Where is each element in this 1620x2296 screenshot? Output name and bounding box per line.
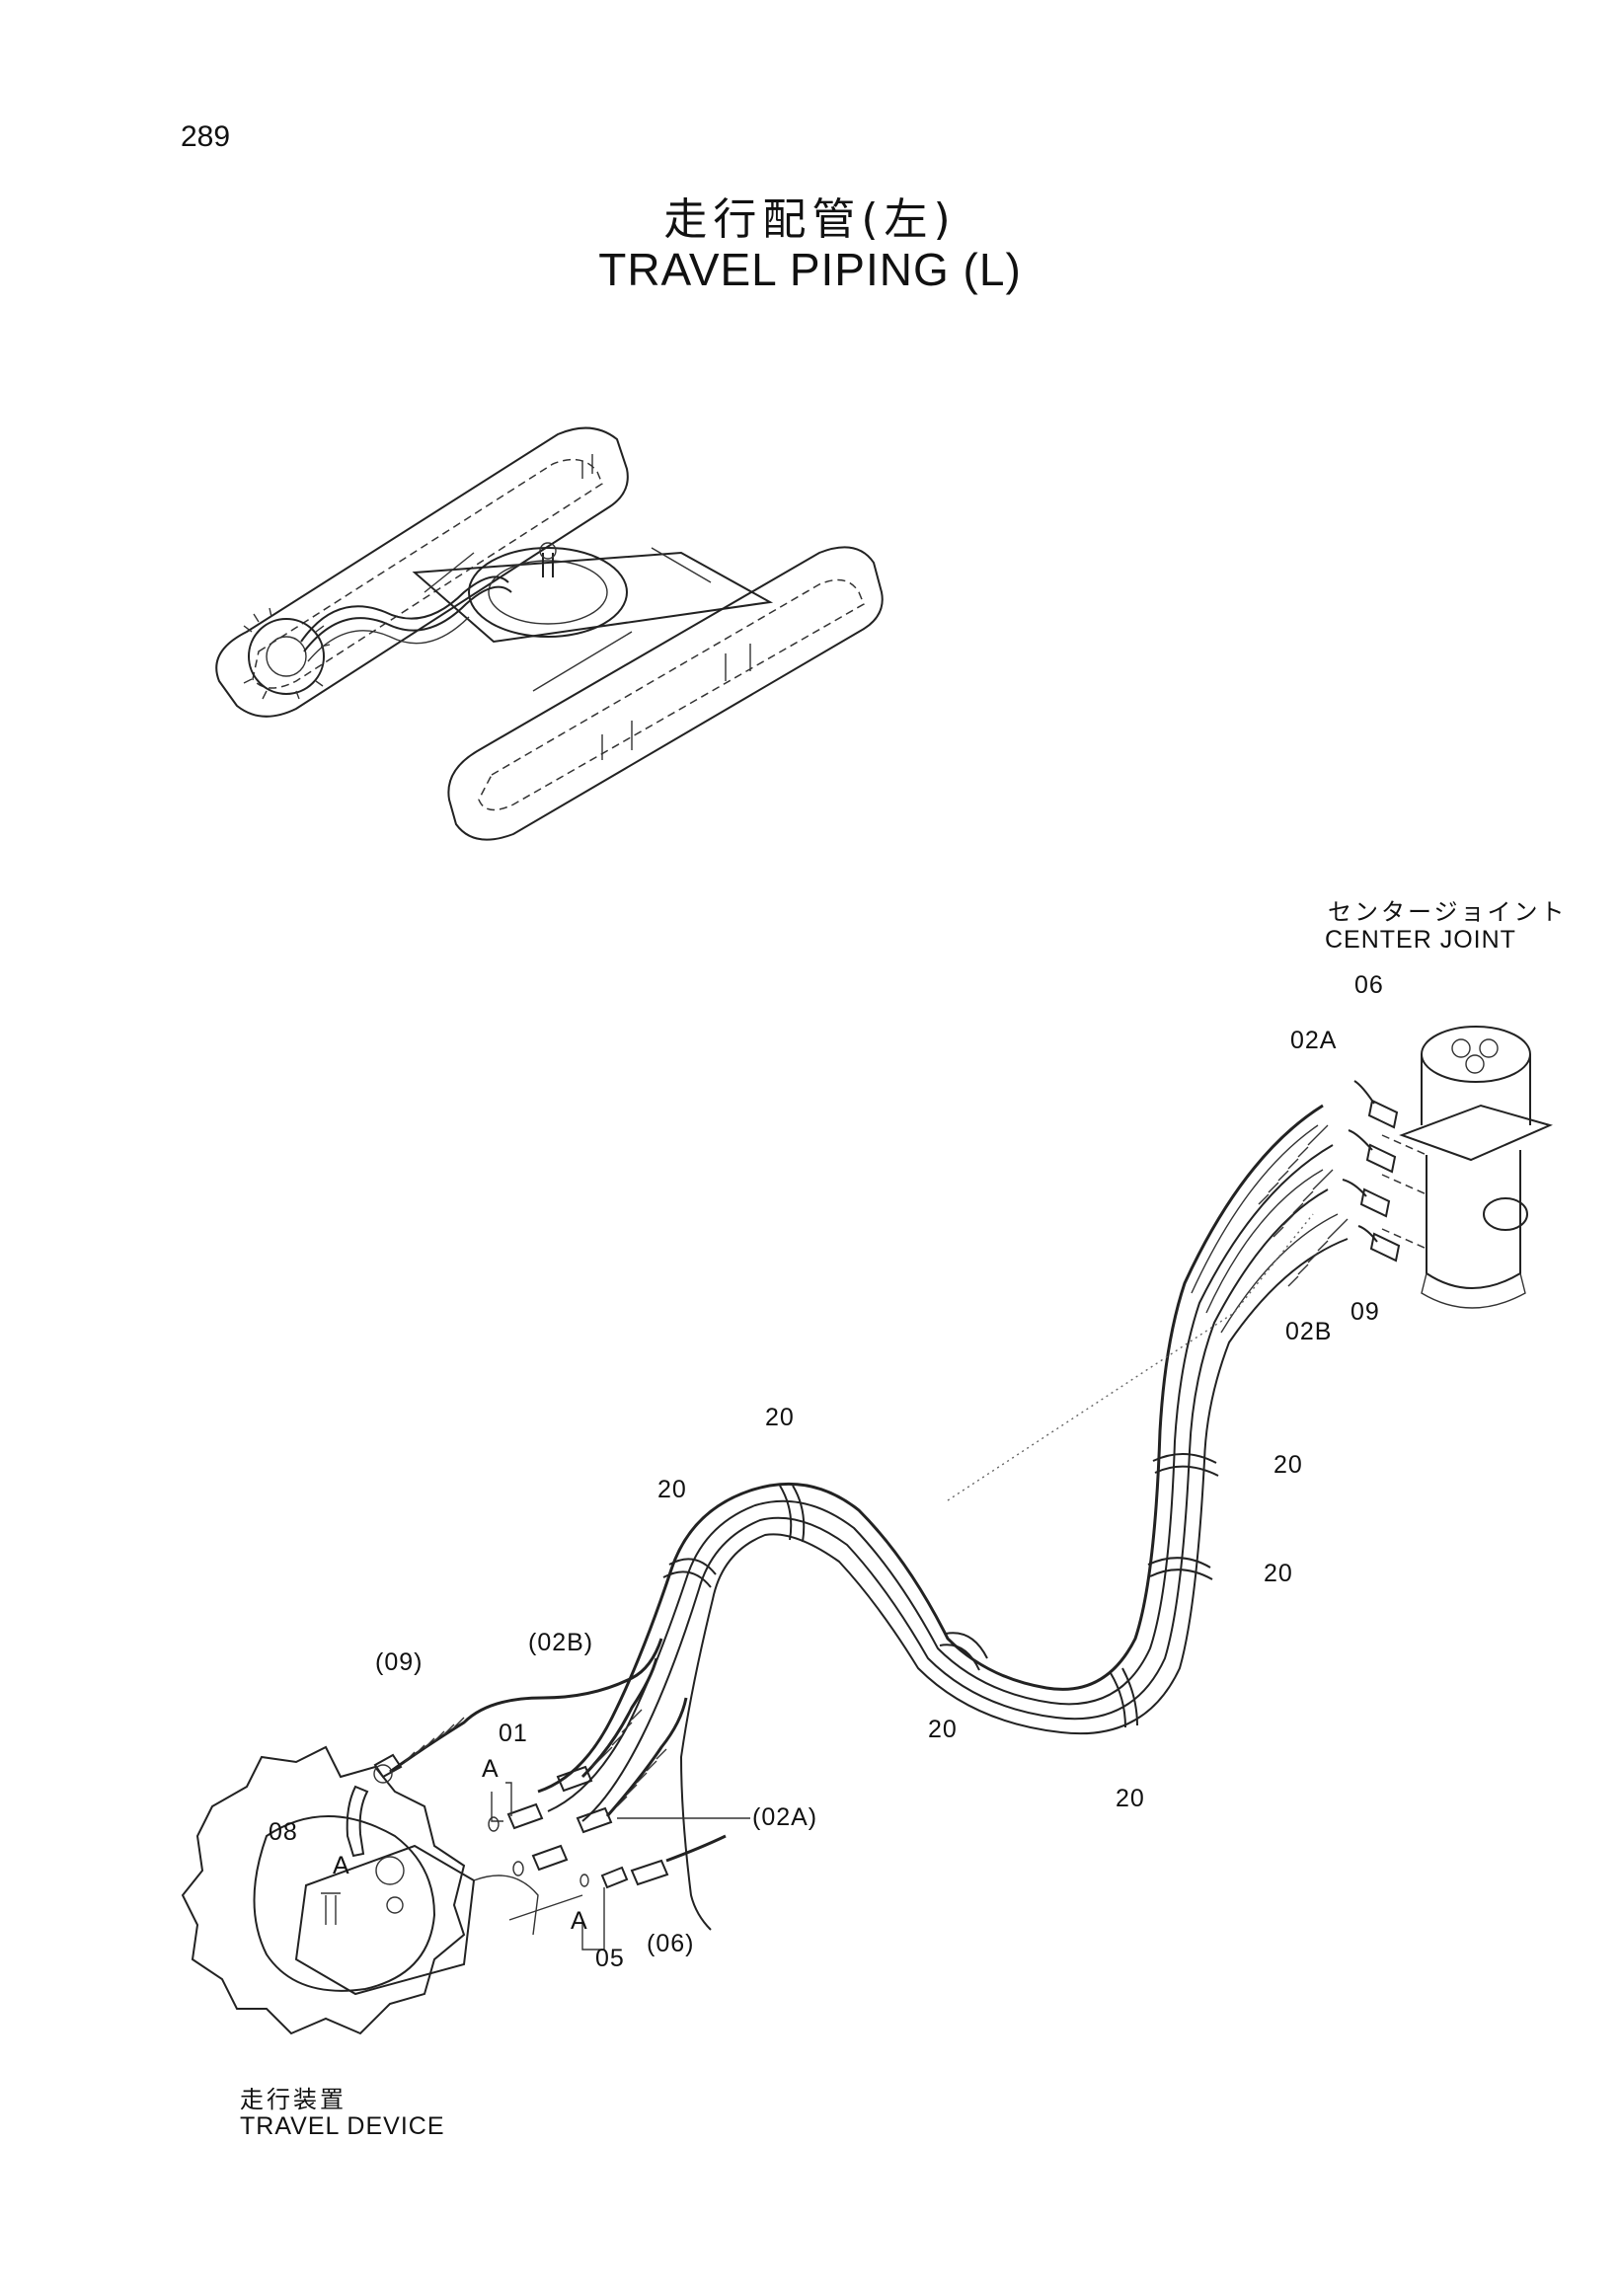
callout-09-right: 09: [1350, 1298, 1380, 1326]
center-joint-assembly: [1342, 1026, 1553, 1309]
callout-20-b: 20: [657, 1476, 687, 1503]
page-number: 289: [181, 120, 231, 153]
center-joint-label-jp: センタージョイント: [1328, 898, 1568, 926]
callout-06-top: 06: [1354, 971, 1384, 999]
callout-20-c: 20: [1273, 1451, 1303, 1479]
callout-02a-paren: (02A): [752, 1803, 818, 1831]
callout-06-paren: (06): [647, 1930, 695, 1957]
page-title-japanese: 走行配管(左): [663, 194, 957, 245]
callout-a-3: A: [571, 1907, 588, 1935]
callout-05: 05: [595, 1945, 625, 1972]
hose-bundle: [537, 1104, 1349, 1931]
page-title-english: TRAVEL PIPING (L): [598, 244, 1022, 295]
callout-02b-paren: (02B): [528, 1629, 594, 1656]
travel-device-label-en: TRAVEL DEVICE: [240, 2112, 445, 2140]
callout-01: 01: [499, 1720, 528, 1747]
callout-20-d: 20: [1264, 1560, 1293, 1587]
callout-20-f: 20: [1116, 1785, 1145, 1812]
center-joint-label-en: CENTER JOINT: [1325, 926, 1516, 954]
callout-a-1: A: [482, 1755, 500, 1783]
travel-device-label-jp: 走行装置: [240, 2086, 347, 2113]
callout-09-paren: (09): [375, 1648, 424, 1676]
callout-08: 08: [269, 1818, 298, 1846]
travel-device-assembly: [181, 1638, 750, 2035]
callout-02a-top: 02A: [1290, 1027, 1338, 1054]
undercarriage-overview: [215, 426, 884, 841]
callout-20-a: 20: [765, 1404, 795, 1431]
callout-a-2: A: [333, 1852, 350, 1879]
callout-02b-right: 02B: [1285, 1318, 1333, 1345]
callout-20-e: 20: [928, 1716, 958, 1743]
